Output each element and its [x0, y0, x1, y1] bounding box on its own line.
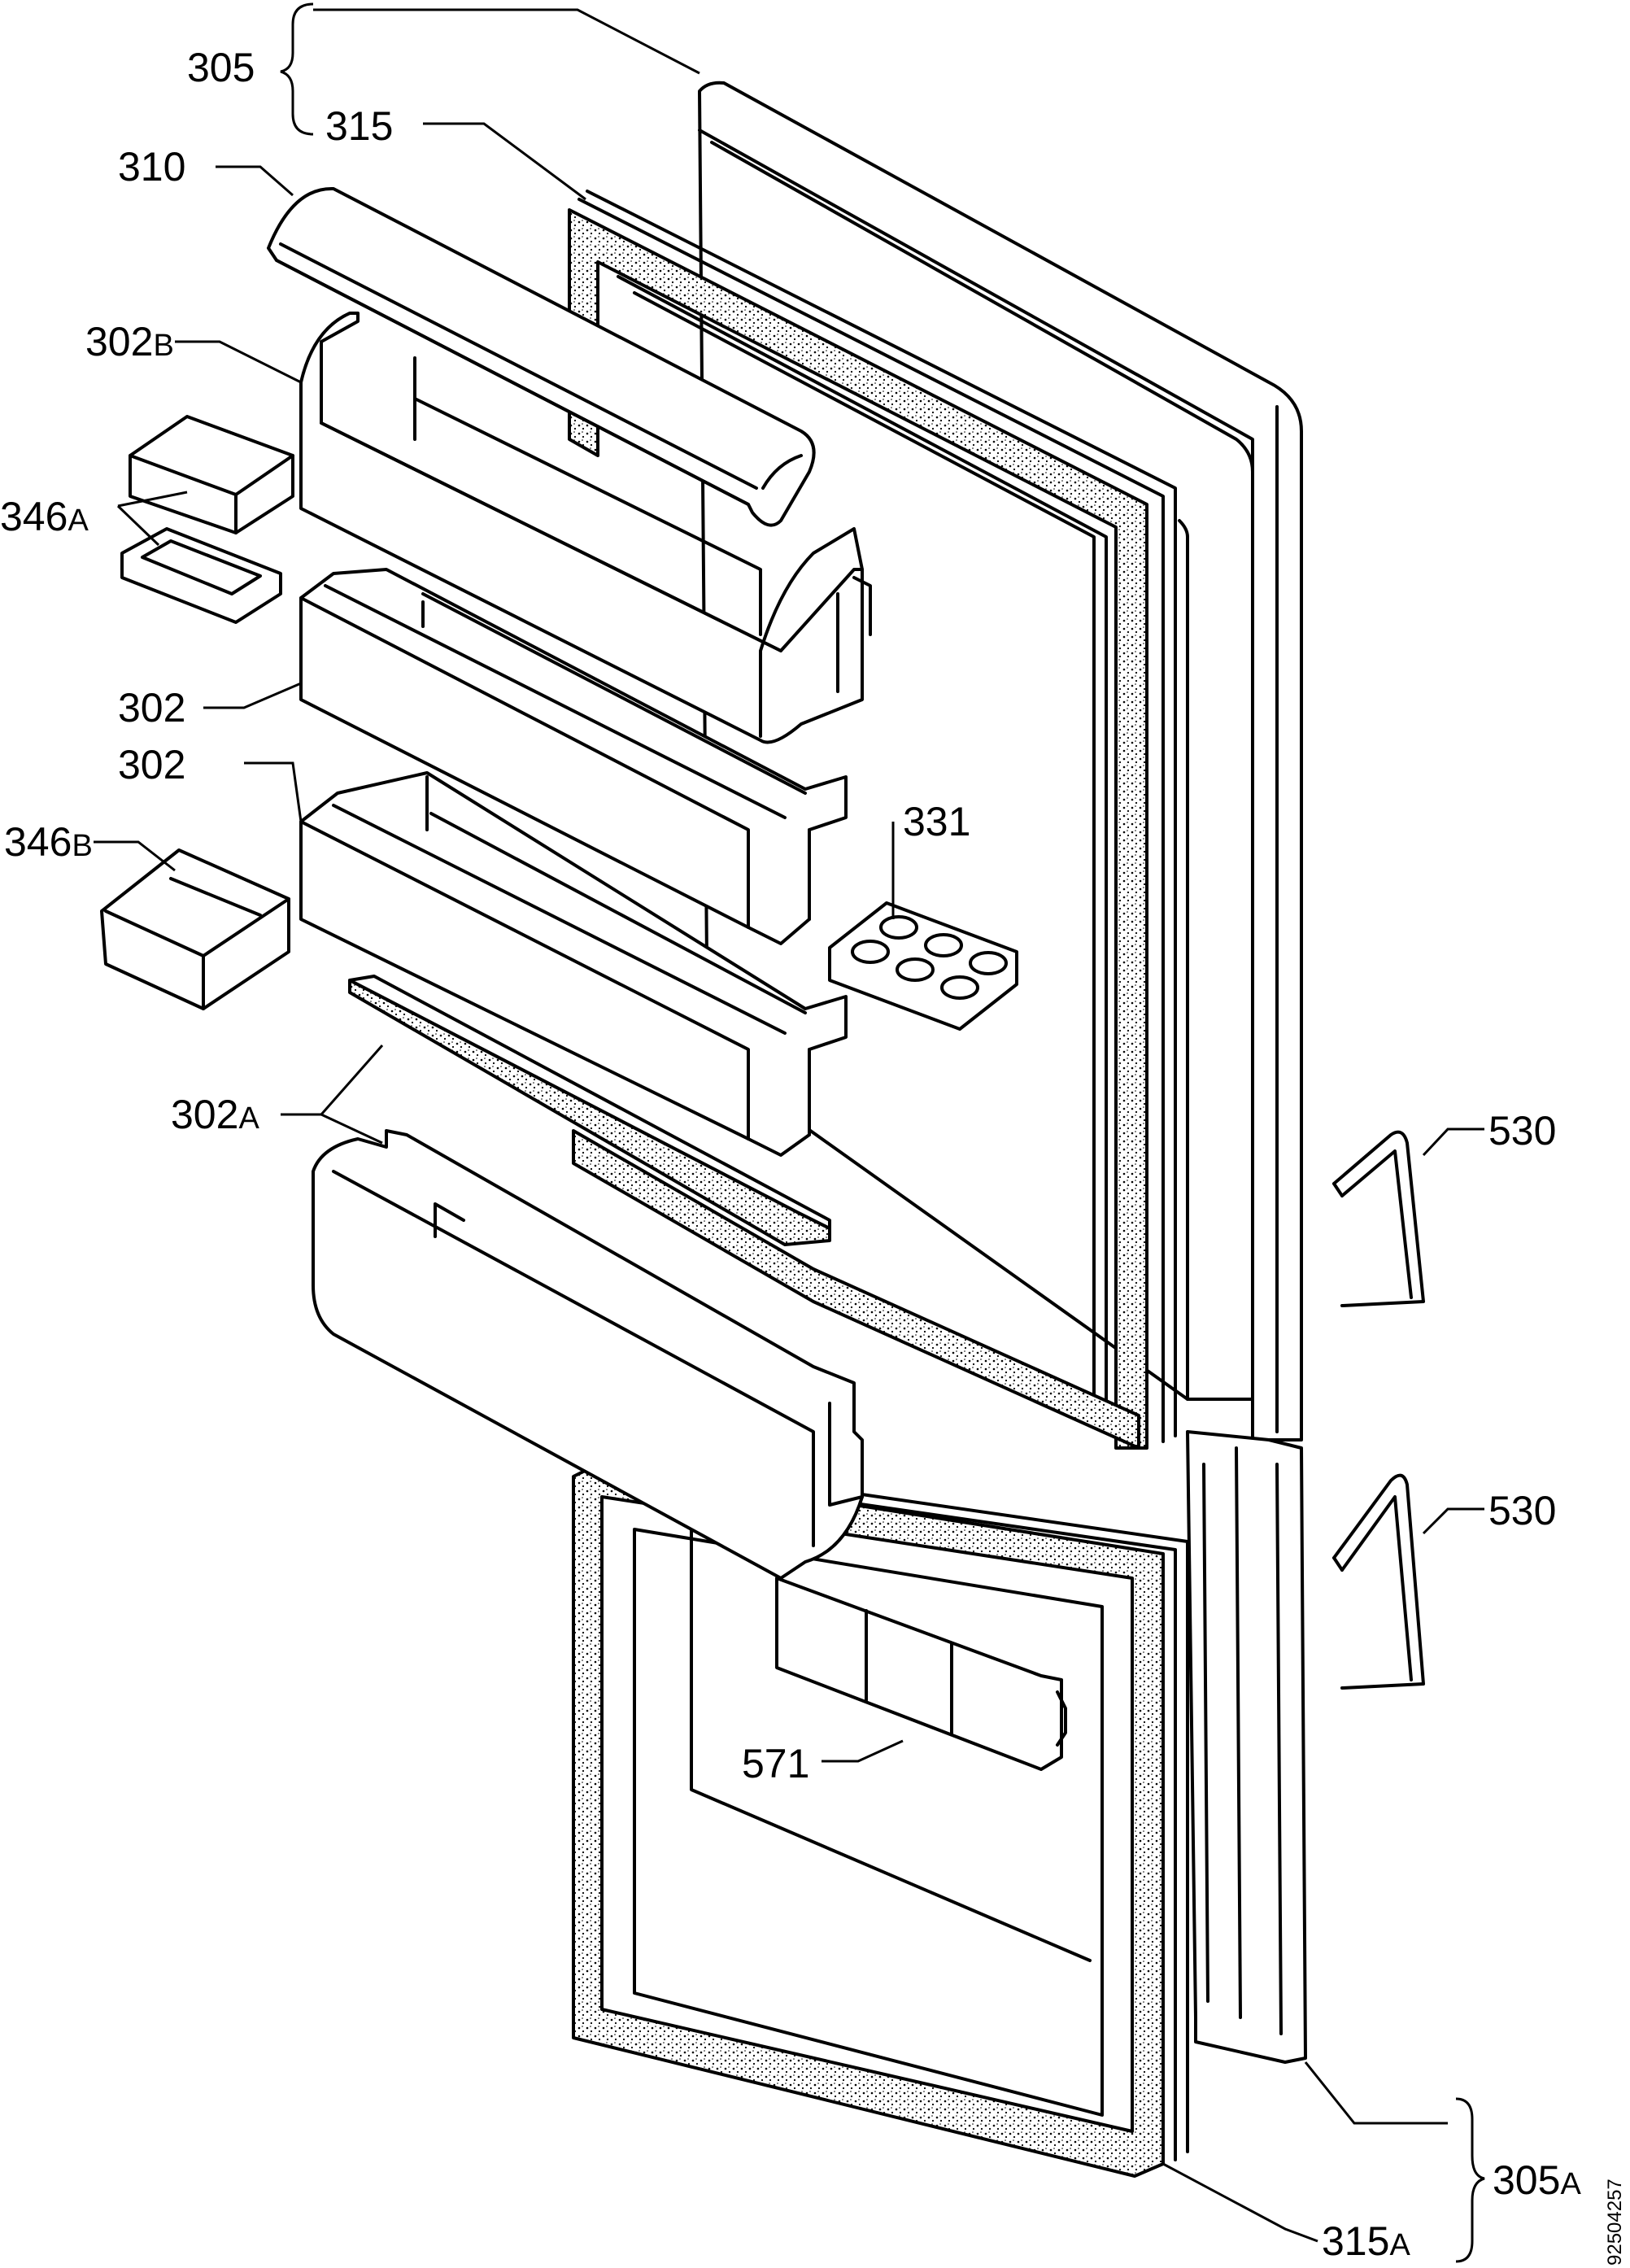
label-315A: 315A: [1322, 2221, 1410, 2261]
document-id: 92504257: [1604, 2179, 1626, 2266]
label-315A-number: 315: [1322, 2218, 1390, 2264]
label-571: 571: [742, 1743, 809, 1784]
label-305: 305: [187, 47, 255, 88]
label-346A-number: 346: [0, 494, 68, 539]
egg-tray-331: [828, 901, 1018, 1031]
label-305A: 305A: [1493, 2160, 1581, 2200]
bin-302A: [312, 1129, 864, 1580]
label-302B-number: 302: [85, 319, 154, 364]
shelf-302B: [299, 312, 872, 744]
label-310-number: 310: [118, 144, 186, 190]
label-305A-suffix: A: [1560, 2167, 1581, 2201]
panel-571: [775, 1577, 1067, 1771]
label-305-number: 305: [187, 45, 255, 90]
label-310: 310: [118, 146, 185, 187]
label-530-lower: 530: [1488, 1490, 1556, 1531]
cover-310: [267, 186, 816, 527]
upper-door: [698, 81, 1303, 1441]
upper-door-gasket: [568, 190, 1177, 1450]
label-302A: 302A: [171, 1094, 259, 1135]
brace-305: [280, 2, 314, 136]
handle-530-lower: [1332, 1473, 1425, 1690]
rail-302A: [348, 975, 831, 1246]
label-302B-suffix: B: [153, 329, 174, 363]
butter-box-346A: [120, 415, 294, 624]
brace-305A: [1455, 2097, 1485, 2263]
label-530-upper-number: 530: [1488, 1108, 1557, 1154]
label-331: 331: [903, 801, 970, 842]
label-530-upper: 530: [1488, 1110, 1556, 1151]
label-302B: 302B: [85, 321, 174, 362]
label-315A-suffix: A: [1389, 2228, 1410, 2262]
label-302A-number: 302: [171, 1092, 239, 1137]
label-346B: 346B: [4, 822, 93, 862]
leader-lines: [94, 8, 1484, 2243]
label-315: 315: [325, 106, 393, 146]
label-315-number: 315: [325, 103, 394, 149]
label-305A-number: 305: [1493, 2157, 1561, 2203]
label-346A: 346A: [0, 496, 89, 537]
box-346B: [100, 848, 290, 1010]
label-346B-number: 346: [4, 819, 72, 865]
label-302A-suffix: A: [238, 1101, 259, 1136]
label-530-lower-number: 530: [1488, 1488, 1557, 1533]
label-346A-suffix: A: [68, 504, 89, 538]
lower-door: [1186, 1430, 1307, 2064]
shelf-302-lower: [299, 771, 848, 1157]
lower-door-gasket: [572, 1455, 1189, 2178]
label-302-upper: 302: [118, 687, 185, 728]
shelf-302-upper: [299, 568, 848, 945]
label-302-lower-number: 302: [118, 742, 186, 787]
label-302-lower: 302: [118, 744, 185, 785]
label-346B-suffix: B: [72, 829, 93, 863]
handle-530-upper: [1332, 1130, 1425, 1307]
label-331-number: 331: [903, 799, 971, 844]
label-571-number: 571: [742, 1741, 810, 1786]
label-302-upper-number: 302: [118, 685, 186, 731]
